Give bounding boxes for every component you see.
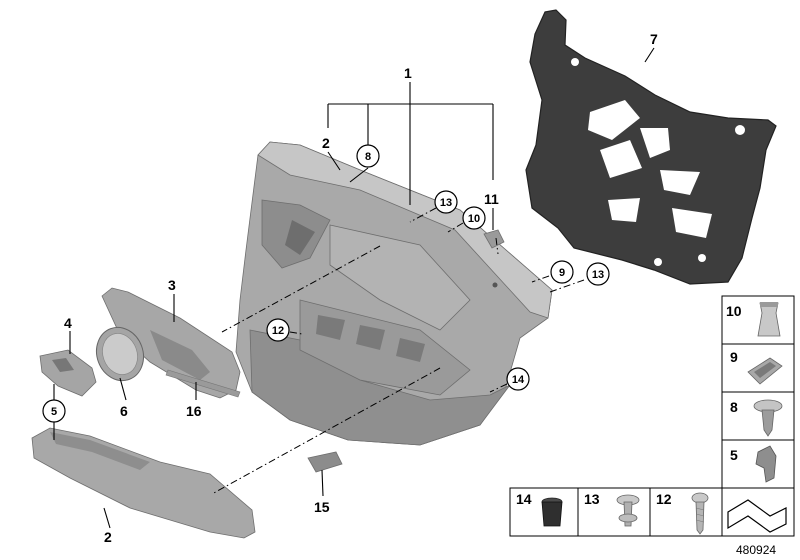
grommet-icon <box>541 497 563 527</box>
callout-11: 11 <box>484 191 499 207</box>
callout-2-top: 2 <box>322 135 330 151</box>
callout-6: 6 <box>120 403 128 419</box>
callout-15: 15 <box>314 499 330 515</box>
circled-callout-8: 8 <box>356 144 380 168</box>
clip-part-15 <box>307 451 343 473</box>
sound-insulation-part-7 <box>525 9 777 285</box>
circled-callout-9: 9 <box>550 260 574 284</box>
speaker-cover-part-6 <box>95 326 145 382</box>
leader-lines <box>53 47 655 529</box>
push-rivet-icon <box>753 399 783 437</box>
svg-text:13: 13 <box>440 197 452 209</box>
document-number: 480924 <box>736 543 776 557</box>
circled-callout-5: 5 <box>42 399 66 423</box>
trim-strip-part-16 <box>165 369 241 398</box>
svg-text:13: 13 <box>592 269 604 281</box>
circled-callout-12: 12 <box>266 318 290 342</box>
fastener-legend: 10 9 8 5 14 13 <box>509 295 795 537</box>
door-pull-trim-part-2 <box>31 427 256 539</box>
callout-1: 1 <box>404 65 412 81</box>
circled-callout-13b: 13 <box>586 262 610 286</box>
armrest-trim-part-3 <box>101 287 241 399</box>
callout-7: 7 <box>650 31 658 47</box>
callout-3: 3 <box>168 277 176 293</box>
clip-part-11 <box>483 229 505 249</box>
switch-cover-part-4 <box>39 349 97 397</box>
svg-text:10: 10 <box>468 213 480 225</box>
circled-callout-13a: 13 <box>434 190 458 214</box>
legend-label-5: 5 <box>730 447 738 463</box>
callout-4: 4 <box>64 315 72 331</box>
assembly-lines <box>211 207 585 495</box>
door-trim-panel-part-1 <box>235 141 553 446</box>
svg-text:12: 12 <box>272 325 284 337</box>
svg-text:5: 5 <box>51 406 57 418</box>
legend-label-9: 9 <box>730 349 738 365</box>
legend-label-14: 14 <box>516 491 532 507</box>
legend-label-10: 10 <box>726 303 742 319</box>
legend-label-8: 8 <box>730 399 738 415</box>
flange-screw-icon <box>616 494 640 527</box>
callout-16: 16 <box>186 403 202 419</box>
expansion-nut-icon <box>757 302 781 337</box>
svg-text:9: 9 <box>559 267 565 279</box>
svg-text:14: 14 <box>512 374 525 386</box>
circled-callout-14: 14 <box>506 367 530 391</box>
callout-2-bottom: 2 <box>104 529 112 545</box>
svg-text:8: 8 <box>365 151 371 163</box>
trim-clip-icon <box>747 357 783 385</box>
circled-callout-10: 10 <box>462 206 486 230</box>
bracket-symbol-icon <box>727 499 787 533</box>
legend-label-13: 13 <box>584 491 600 507</box>
torx-screw-icon <box>691 492 709 535</box>
legend-label-12: 12 <box>656 491 672 507</box>
retaining-clip-icon <box>755 445 777 483</box>
